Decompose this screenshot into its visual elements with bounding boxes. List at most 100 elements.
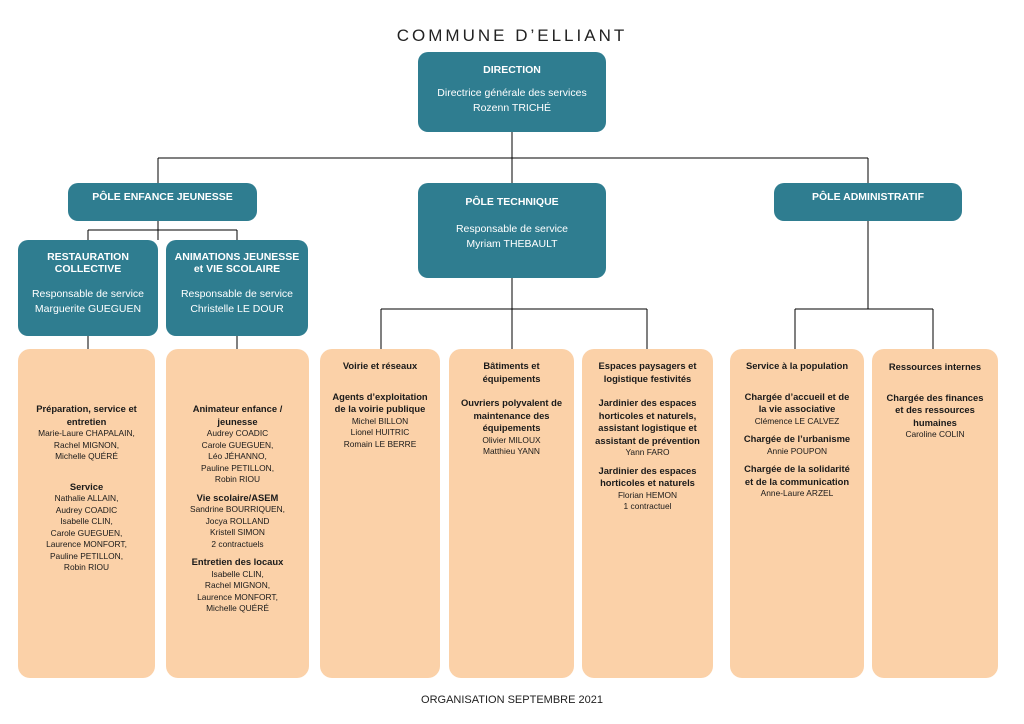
service-staff-1: Nathalie ALLAIN, — [54, 493, 119, 503]
direction-name: Rozenn TRICHÉ — [472, 102, 551, 114]
voirie-box: Voirie et réseaux Agents d’exploitation … — [320, 349, 440, 678]
pole-technique-box: PÔLE TECHNIQUE Responsable de service My… — [418, 183, 606, 278]
service-population-title: Service à la population — [745, 360, 849, 371]
finances-staff: Caroline COLIN — [905, 429, 965, 439]
animations-name: Christelle LE DOUR — [190, 303, 284, 315]
prep-staff-1: Marie-Laure CHAPALAIN, — [38, 428, 135, 438]
jardinier2-heading-1: Jardinier des espaces — [598, 464, 697, 476]
finances-heading-2: et des ressources — [895, 404, 975, 415]
espaces-title-1: Espaces paysagers et — [598, 360, 697, 371]
direction-role: Directrice générale des services — [437, 87, 587, 99]
batiments-staff-2: Matthieu YANN — [483, 446, 540, 456]
prep-staff-2: Rachel MIGNON, — [53, 439, 120, 450]
voirie-staff-1: Michel BILLON — [351, 415, 409, 426]
ouvriers-heading-3: équipements — [482, 422, 541, 433]
restauration-title-2: COLLECTIVE — [54, 263, 122, 275]
batiments-box: Bâtiments et équipements Ouvriers polyva… — [449, 349, 574, 678]
animateur-staff-2: Carole GUEGUEN, — [201, 439, 274, 450]
batiments-title-1: Bâtiments et — [483, 360, 540, 371]
restauration-box: RESTAURATION COLLECTIVE Responsable de s… — [18, 240, 158, 336]
solidarite-heading-1: Chargée de la solidarité — [744, 463, 850, 474]
entretien-heading: Entretien des locaux — [191, 556, 284, 567]
solidarite-staff: Anne-Laure ARZEL — [760, 488, 834, 498]
vie-scolaire-staff-3: Kristell SIMON — [210, 527, 265, 537]
jardinier2-heading-2: horticoles et naturels — [600, 477, 695, 488]
jardinier1-heading-2: horticoles et naturels, — [598, 409, 697, 421]
service-staff-7: Robin RIOU — [63, 562, 110, 572]
agents-heading-1: Agents d’exploitation — [332, 390, 428, 402]
prep-service-heading-1: Préparation, service et — [36, 403, 137, 414]
ouvriers-heading-1: Ouvriers polyvalent de — [460, 397, 563, 408]
service-staff-5: Laurence MONFORT, — [46, 539, 127, 549]
direction-box: DIRECTION Directrice générale des servic… — [418, 52, 606, 132]
accueil-staff: Clémence LE CALVEZ — [754, 415, 840, 426]
pole-technique-role: Responsable de service — [455, 223, 569, 235]
urbanisme-heading: Chargée de l’urbanisme — [743, 433, 851, 444]
espaces-staff-3: 1 contractuel — [623, 501, 672, 511]
animateur-staff-3: Léo JÉHANNO, — [208, 451, 267, 461]
accueil-heading-2: la vie associative — [758, 403, 836, 414]
agents-heading-2: de la voirie publique — [334, 403, 426, 414]
entretien-staff-3: Laurence MONFORT, — [197, 591, 278, 602]
animateur-staff-5: Robin RIOU — [214, 474, 261, 484]
service-staff-2: Audrey COADIC — [55, 504, 118, 515]
direction-title: DIRECTION — [483, 64, 541, 76]
pole-admin-box: PÔLE ADMINISTRATIF — [774, 183, 962, 221]
animations-box: ANIMATIONS JEUNESSE et VIE SCOLAIRE Resp… — [166, 240, 308, 336]
accueil-heading-1: Chargée d’accueil et de — [744, 390, 850, 402]
ouvriers-heading-2: maintenance des — [473, 409, 550, 421]
voirie-staff-2: Lionel HUITRIC — [350, 427, 410, 437]
vie-scolaire-staff-2: Jocya ROLLAND — [205, 515, 270, 526]
restauration-title-1: RESTAURATION — [47, 251, 129, 263]
restauration-name: Marguerite GUEGUEN — [34, 303, 142, 315]
animations-role: Responsable de service — [180, 288, 294, 300]
espaces-box: Espaces paysagers et logistique festivit… — [582, 349, 713, 678]
vie-scolaire-staff-4: 2 contractuels — [211, 538, 264, 549]
vie-scolaire-staff-1: Sandrine BOURRIQUEN, — [190, 504, 285, 514]
jardinier1-heading-4: assistant de prévention — [595, 434, 700, 446]
espaces-staff-2: Florian HEMON — [617, 489, 678, 500]
finances-heading-3: humaines — [913, 416, 957, 428]
batiments-staff-1: Olivier MILOUX — [482, 434, 541, 445]
finances-heading-1: Chargée des finances — [886, 391, 984, 403]
entretien-staff-1: Isabelle CLIN, — [211, 568, 264, 579]
entretien-staff-2: Rachel MIGNON, — [204, 580, 271, 590]
prep-staff-3: Michelle QUÉRÉ — [55, 451, 118, 461]
voirie-staff-3: Romain LE BERRE — [343, 438, 417, 449]
pole-enfance-box: PÔLE ENFANCE JEUNESSE — [68, 183, 257, 221]
footer-label: ORGANISATION SEPTEMBRE 2021 — [421, 694, 603, 706]
pole-enfance-title: PÔLE ENFANCE JEUNESSE — [92, 191, 233, 203]
jardinier1-heading-3: assistant logistique et — [598, 422, 697, 433]
service-staff-3: Isabelle CLIN, — [60, 516, 113, 526]
espaces-staff-1: Yann FARO — [625, 447, 670, 457]
animateur-staff-1: Audrey COADIC — [206, 428, 269, 438]
animations-staff-box: Animateur enfance / jeunesse Audrey COAD… — [166, 349, 309, 678]
ressources-internes-title: Ressources internes — [888, 361, 982, 372]
jardinier1-heading-1: Jardinier des espaces — [598, 397, 697, 408]
entretien-staff-4: Michelle QUÉRÉ — [206, 603, 269, 613]
animateur-heading-2: jeunesse — [217, 415, 258, 427]
voirie-title: Voirie et réseaux — [342, 360, 418, 371]
urbanisme-staff: Annie POUPON — [766, 445, 828, 456]
pole-technique-title: PÔLE TECHNIQUE — [465, 196, 559, 208]
service-staff-4: Carole GUEGUEN, — [50, 527, 123, 538]
service-population-box: Service à la population Chargée d’accuei… — [730, 349, 864, 678]
service-staff-6: Pauline PETILLON, — [49, 550, 124, 561]
batiments-title-2: équipements — [482, 372, 541, 384]
animations-title-2: et VIE SCOLAIRE — [193, 263, 281, 275]
espaces-title-2: logistique festivités — [603, 372, 692, 384]
animateur-heading-1: Animateur enfance / — [192, 403, 283, 414]
page-title: COMMUNE D’ELLIANT — [396, 26, 628, 45]
pole-admin-title: PÔLE ADMINISTRATIF — [812, 191, 924, 203]
service-heading: Service — [69, 480, 104, 492]
vie-scolaire-heading: Vie scolaire/ASEM — [196, 491, 279, 503]
animateur-staff-4: Pauline PETILLON, — [200, 462, 275, 473]
pole-technique-name: Myriam THEBAULT — [466, 238, 558, 250]
animations-title-1: ANIMATIONS JEUNESSE — [174, 251, 300, 263]
solidarite-heading-2: et de la communication — [744, 475, 850, 487]
prep-service-heading-2: entretien — [66, 415, 107, 427]
ressources-internes-box: Ressources internes Chargée des finances… — [872, 349, 998, 678]
restauration-role: Responsable de service — [31, 288, 145, 300]
restauration-staff-box: Préparation, service et entretien Marie-… — [18, 349, 155, 678]
